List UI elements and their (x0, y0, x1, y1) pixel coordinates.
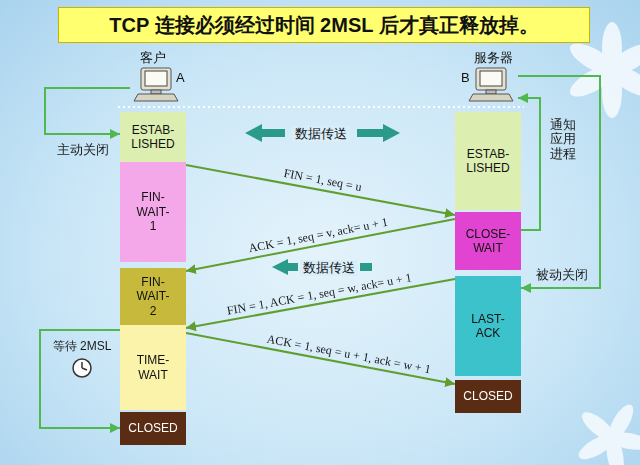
action-arrow (45, 88, 130, 134)
edge-label-holder: 等待 2MSL (46, 336, 118, 354)
host-computer: 客户 A (130, 50, 192, 108)
edge-label-holder: ACK = 1, seq = v, ack= u + 1 (247, 212, 389, 256)
state-name: CLOSED (463, 389, 512, 403)
screen (145, 71, 167, 86)
state-name: CLOSED (128, 421, 177, 435)
title-text: TCP 连接必须经过时间 2MSL 后才真正释放掉。 (109, 12, 538, 39)
host-letter: B (461, 70, 518, 86)
state-box: CLOSE- WAIT (455, 212, 521, 270)
action-label: 主动关闭 (57, 142, 109, 158)
label-holder: 数据传送 (300, 258, 358, 276)
segment-label: ACK = 1, seq = u + 1, ack = w + 1 (266, 331, 432, 376)
block-arrow (357, 124, 400, 142)
keyboard (469, 94, 513, 101)
action-label: 被动关闭 (536, 267, 588, 283)
keyboard (134, 94, 178, 101)
edge-label-holder: 主动关闭 (50, 140, 116, 158)
computer-icon (469, 68, 513, 101)
data-transfer-label: 数据传送 (300, 260, 358, 276)
monitor (476, 68, 506, 90)
action-arrow (518, 76, 600, 288)
action-label: 等待 2MSL (53, 339, 112, 353)
state-box: LAST- ACK (455, 276, 521, 376)
action-arrow (40, 330, 120, 428)
computer-icon (134, 68, 178, 101)
state-name: ESTAB- LISHED (131, 123, 174, 152)
state-box: FIN- WAIT-1 (120, 162, 186, 262)
data-transfer-label: 数据传送 (292, 126, 350, 142)
state-box: CLOSED (120, 412, 186, 445)
host-letter: A (176, 70, 192, 86)
action-label: 通知应用进程 (550, 118, 576, 161)
label-holder: 数据传送 (292, 124, 350, 142)
host-name: 客户 (140, 50, 192, 66)
dotted-separator (118, 106, 524, 108)
title-bar: TCP 连接必须经过时间 2MSL 后才真正释放掉。 (58, 7, 590, 43)
action-arrow (518, 98, 540, 230)
host-name: 服务器 (474, 50, 518, 66)
petal (565, 37, 620, 80)
monitor (141, 68, 171, 90)
state-name: LAST- ACK (471, 312, 504, 341)
state-box: FIN- WAIT-2 (120, 268, 186, 325)
state-name: FIN- WAIT-2 (137, 275, 170, 318)
clock-face (73, 359, 91, 377)
edge-label-holder: 通知应用进程 (547, 118, 579, 162)
state-box: ESTAB- LISHED (455, 112, 521, 210)
block-arrow (272, 259, 298, 275)
message-arrow (186, 165, 455, 215)
state-box: ESTAB- LISHED (120, 112, 186, 162)
petal (578, 407, 619, 445)
clock-icon (73, 359, 91, 377)
clock-hand (81, 362, 83, 368)
state-name: ESTAB- LISHED (466, 147, 509, 176)
state-name: FIN- WAIT-1 (137, 190, 170, 233)
stand (486, 90, 496, 94)
state-name: CLOSE- WAIT (466, 227, 511, 256)
segment-label: FIN = 1, ACK = 1, seq = w, ack= u + 1 (225, 270, 412, 318)
state-box: TIME- WAIT (120, 325, 186, 410)
state-box: CLOSED (455, 380, 521, 413)
state-name: TIME- WAIT (137, 353, 170, 382)
clock-hand (82, 368, 87, 370)
edge-label-holder: 被动关闭 (530, 265, 594, 283)
host-computer: 服务器 B (456, 50, 518, 108)
stand (151, 90, 161, 94)
screen (480, 71, 502, 86)
flower-decoration (565, 22, 640, 465)
block-arrow (245, 124, 285, 142)
block-arrow-shaft (360, 263, 372, 271)
